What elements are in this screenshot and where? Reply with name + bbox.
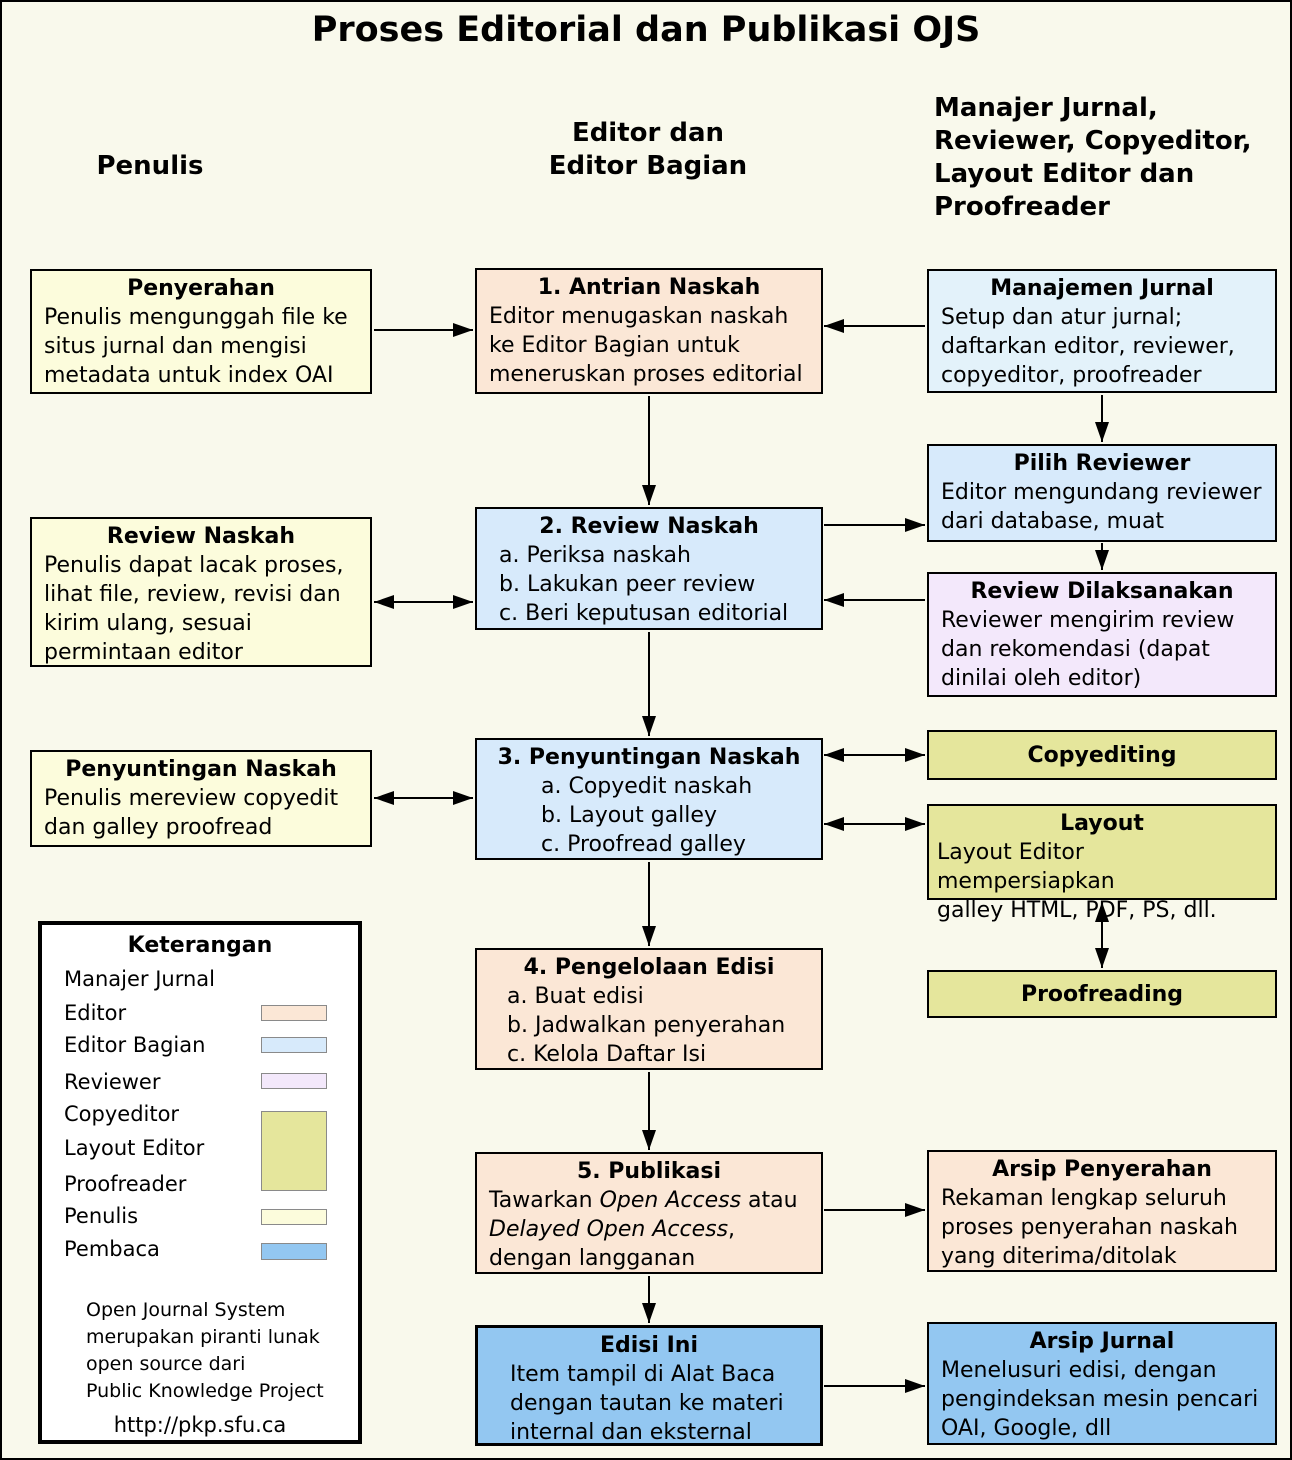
box-edisi-ini-title: Edisi Ini: [599, 1333, 698, 1358]
box-penyerahan: Penyerahan Penulis mengunggah file ke si…: [30, 269, 372, 394]
box-layout-title: Layout: [1060, 811, 1144, 836]
box-manajemen-jurnal-body: Setup dan atur jurnal; daftarkan editor,…: [941, 305, 1235, 388]
legend-swatch-editor: [261, 1005, 327, 1021]
box-copyediting: Copyediting: [927, 730, 1277, 780]
box-edisi-ini-body: Item tampil di Alat Baca dengan tautan k…: [510, 1362, 784, 1445]
box-review-naskah-title: 2. Review Naskah: [539, 514, 759, 539]
publikasi-text-post: dengan langganan: [489, 1246, 696, 1271]
box-pengelolaan-edisi-items: a. Buat edisi b. Jadwalkan penyerahan c.…: [507, 982, 813, 1069]
legend-label-penulis: Penulis: [64, 1204, 139, 1228]
box-arsip-jurnal: Arsip Jurnal Menelusuri edisi, dengan pe…: [927, 1322, 1277, 1445]
column-header-editor: Editor dan Editor Bagian: [548, 118, 748, 181]
box-pilih-reviewer: Pilih Reviewer Editor mengundang reviewe…: [927, 444, 1277, 542]
box-penyerahan-body: Penulis mengunggah file ke situs jurnal …: [44, 305, 348, 388]
review-item-b: b. Lakukan peer review: [499, 572, 756, 597]
box-pengelolaan-edisi: 4. Pengelolaan Edisi a. Buat edisi b. Ja…: [475, 948, 823, 1070]
box-antrian-naskah-body: Editor menugaskan naskah ke Editor Bagia…: [489, 304, 803, 387]
pengelolaan-item-a: a. Buat edisi: [507, 984, 644, 1009]
legend-swatch-editor-bagian: [261, 1037, 327, 1053]
box-review-naskah-penulis: Review Naskah Penulis dapat lacak proses…: [30, 517, 372, 667]
box-penyuntingan-penulis-body: Penulis mereview copyedit dan galley pro…: [44, 786, 339, 840]
box-penyuntingan-penulis-title: Penyuntingan Naskah: [65, 757, 337, 782]
box-review-naskah-penulis-title: Review Naskah: [106, 524, 296, 549]
box-publikasi-body: Tawarkan Open Access atau Delayed Open A…: [485, 1186, 813, 1273]
legend-label-reviewer: Reviewer: [64, 1070, 161, 1094]
legend-label-manajer-jurnal: Manajer Jurnal: [64, 967, 216, 991]
legend-swatch-pembaca: [261, 1243, 327, 1260]
review-item-a: a. Periksa naskah: [499, 543, 691, 568]
box-arsip-jurnal-title: Arsip Jurnal: [1029, 1329, 1175, 1354]
box-review-naskah: 2. Review Naskah a. Periksa naskah b. La…: [475, 507, 823, 630]
review-item-c: c. Beri keputusan editorial: [499, 601, 789, 626]
box-edisi-ini: Edisi Ini Item tampil di Alat Baca denga…: [475, 1325, 823, 1446]
penyuntingan-item-b: b. Layout galley: [541, 803, 717, 828]
box-penyuntingan-naskah-items: a. Copyedit naskah b. Layout galley c. P…: [541, 772, 813, 859]
legend-label-editor-bagian: Editor Bagian: [64, 1033, 206, 1057]
legend-box: Keterangan Manajer Jurnal Editor Editor …: [38, 921, 362, 1444]
box-publikasi-title: 5. Publikasi: [576, 1159, 722, 1184]
box-arsip-jurnal-body: Menelusuri edisi, dengan pengindeksan me…: [941, 1358, 1259, 1441]
box-penyuntingan-penulis: Penyuntingan Naskah Penulis mereview cop…: [30, 750, 372, 847]
pengelolaan-item-b: b. Jadwalkan penyerahan: [507, 1013, 786, 1038]
publikasi-text-comma: ,: [728, 1217, 736, 1242]
box-proofreading-title: Proofreading: [1020, 982, 1184, 1007]
box-review-naskah-items: a. Periksa naskah b. Lakukan peer review…: [499, 541, 813, 628]
box-penyuntingan-naskah-title: 3. Penyuntingan Naskah: [497, 745, 801, 770]
box-review-dilaksanakan-body: Reviewer mengirim review dan rekomendasi…: [941, 608, 1235, 691]
legend-swatch-reviewer: [261, 1073, 327, 1089]
box-arsip-penyerahan-title: Arsip Penyerahan: [992, 1157, 1212, 1182]
legend-label-pembaca: Pembaca: [64, 1237, 160, 1261]
diagram-title: Proses Editorial dan Publikasi OJS: [311, 10, 981, 50]
legend-title: Keterangan: [127, 933, 273, 958]
legend-label-editor: Editor: [64, 1001, 127, 1025]
box-penyerahan-title: Penyerahan: [127, 276, 275, 301]
box-copyediting-title: Copyediting: [1027, 743, 1177, 768]
box-antrian-naskah-title: 1. Antrian Naskah: [537, 275, 761, 300]
publikasi-open-access: Open Access: [599, 1188, 742, 1213]
pengelolaan-item-c: c. Kelola Daftar Isi: [507, 1042, 707, 1067]
legend-swatch-copyeditor-layout-proofreader: [261, 1111, 327, 1191]
publikasi-delayed-open-access: Delayed Open Access: [489, 1217, 729, 1242]
legend-label-proofreader: Proofreader: [64, 1172, 187, 1196]
box-manajemen-jurnal: Manajemen Jurnal Setup dan atur jurnal; …: [927, 269, 1277, 393]
legend-url: http://pkp.sfu.ca: [113, 1413, 287, 1437]
legend-swatch-penulis: [261, 1209, 327, 1225]
legend-footer-text: Open Journal System merupakan piranti lu…: [86, 1299, 324, 1402]
legend-label-layout-editor: Layout Editor: [64, 1136, 205, 1160]
legend-label-copyeditor: Copyeditor: [64, 1102, 180, 1126]
column-header-penulis: Penulis: [96, 151, 204, 181]
penyuntingan-item-c: c. Proofread galley: [541, 832, 746, 857]
box-pilih-reviewer-body: Editor mengundang reviewer dari database…: [941, 480, 1262, 534]
publikasi-text-mid: atau: [741, 1188, 798, 1213]
box-arsip-penyerahan-body: Rekaman lengkap seluruh proses penyeraha…: [941, 1186, 1238, 1269]
box-layout-body: Layout Editor mempersiapkan galley HTML,…: [937, 840, 1217, 923]
penyuntingan-item-a: a. Copyedit naskah: [541, 774, 753, 799]
box-penyuntingan-naskah: 3. Penyuntingan Naskah a. Copyedit naska…: [475, 738, 823, 860]
box-review-dilaksanakan-title: Review Dilaksanakan: [970, 579, 1234, 604]
box-review-dilaksanakan: Review Dilaksanakan Reviewer mengirim re…: [927, 572, 1277, 697]
box-review-naskah-penulis-body: Penulis dapat lacak proses, lihat file, …: [44, 553, 344, 665]
box-manajemen-jurnal-title: Manajemen Jurnal: [990, 276, 1214, 301]
box-arsip-penyerahan: Arsip Penyerahan Rekaman lengkap seluruh…: [927, 1150, 1277, 1272]
box-layout: Layout Layout Editor mempersiapkan galle…: [927, 804, 1277, 923]
box-publikasi: 5. Publikasi Tawarkan Open Access atau D…: [475, 1152, 823, 1274]
box-pengelolaan-edisi-title: 4. Pengelolaan Edisi: [523, 955, 775, 980]
publikasi-text-pre: Tawarkan: [489, 1188, 600, 1213]
column-header-manajer-jurnal: Manajer Jurnal, Reviewer, Copyeditor, La…: [934, 93, 1252, 222]
box-antrian-naskah: 1. Antrian Naskah Editor menugaskan nask…: [475, 268, 823, 394]
box-pilih-reviewer-title: Pilih Reviewer: [1013, 451, 1191, 476]
box-proofreading: Proofreading: [927, 970, 1277, 1018]
